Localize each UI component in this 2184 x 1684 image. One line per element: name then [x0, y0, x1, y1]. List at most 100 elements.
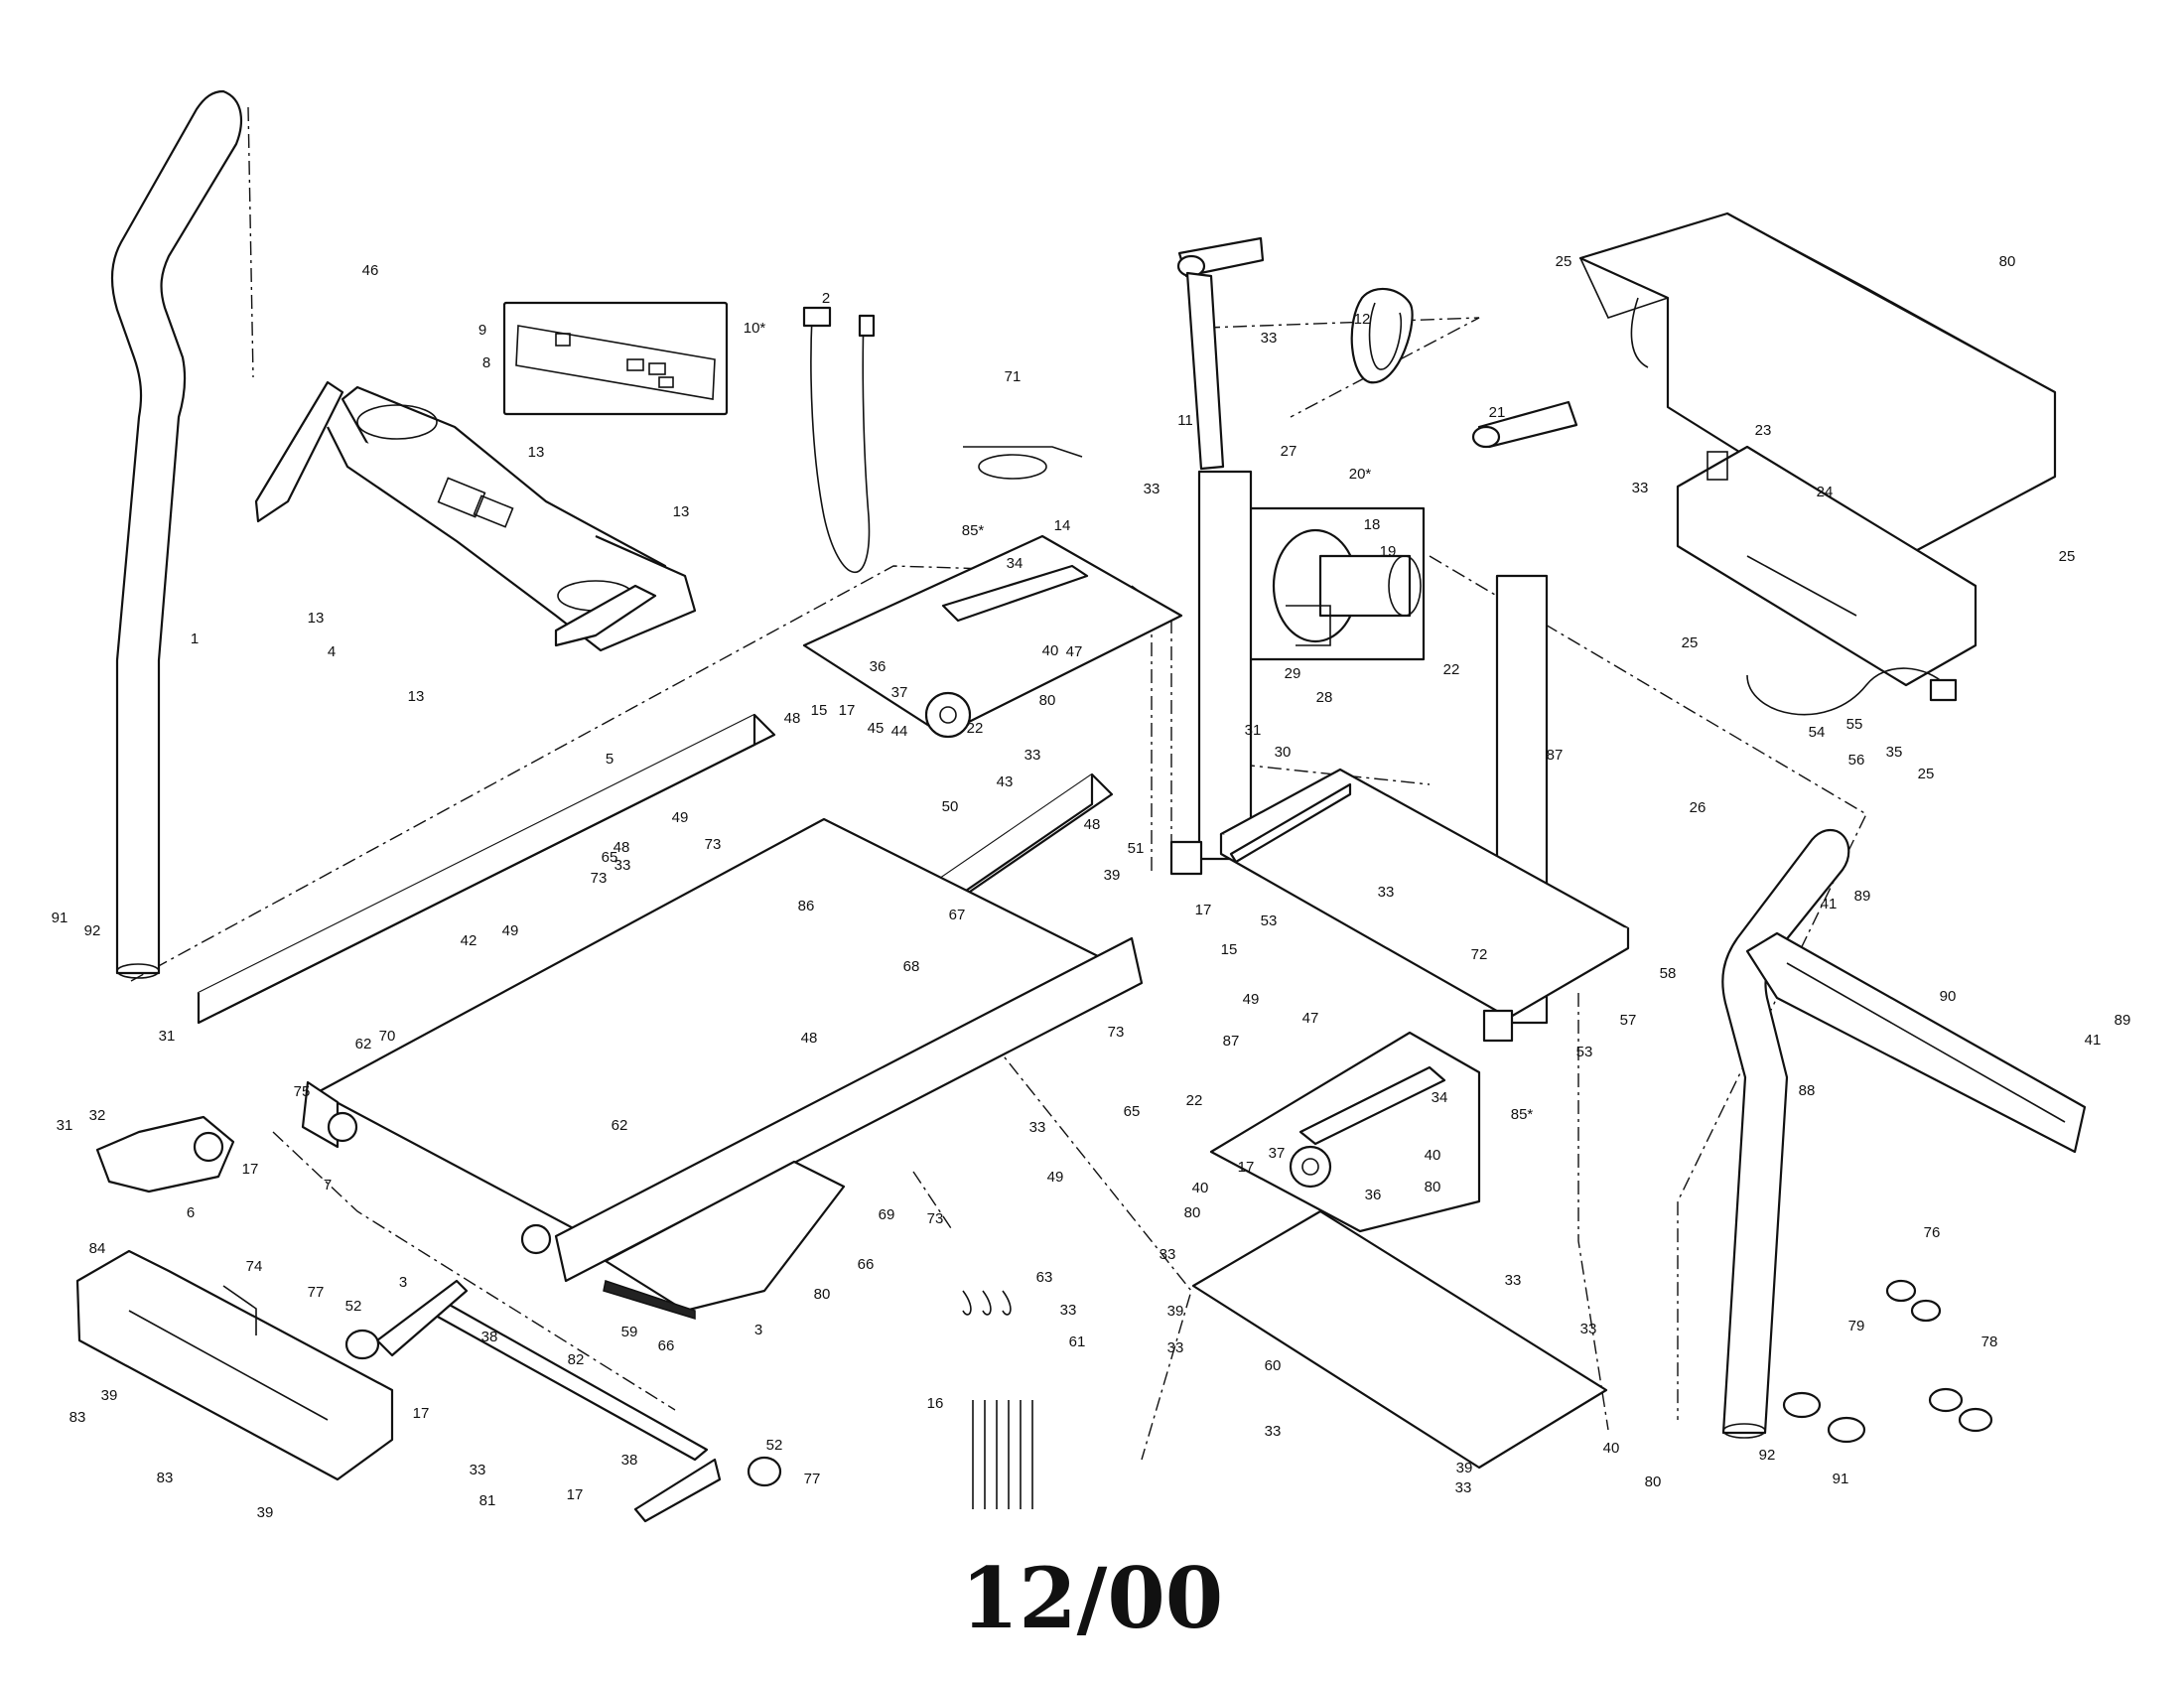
part-callout-35: 35	[1886, 744, 1903, 761]
part-callout-17: 17	[567, 1486, 584, 1503]
levelers	[1782, 1279, 1993, 1444]
part-callout-55: 55	[1846, 716, 1863, 733]
part-callout-33: 33	[1455, 1479, 1472, 1496]
part-callout-38: 38	[481, 1329, 498, 1345]
part-callout-79: 79	[1848, 1318, 1865, 1334]
incline-motor	[95, 1115, 235, 1193]
part-callout-72: 72	[1471, 946, 1488, 963]
part-callout-83: 83	[69, 1409, 86, 1426]
part-callout-81: 81	[479, 1492, 496, 1509]
part-callout-40: 40	[1425, 1147, 1441, 1164]
part-callout-17: 17	[839, 702, 856, 719]
part-callout-25: 25	[1556, 253, 1572, 270]
part-callout-53: 53	[1261, 912, 1278, 929]
part-callout-39: 39	[1167, 1303, 1184, 1320]
revision-date: 12/00	[960, 1549, 1224, 1647]
cable-ties	[962, 1290, 1033, 1509]
rear-base	[75, 1249, 394, 1481]
part-callout-3: 3	[399, 1274, 407, 1291]
part-callout-2: 2	[822, 290, 830, 307]
part-callout-34: 34	[1432, 1089, 1448, 1106]
part-callout-80: 80	[1184, 1204, 1201, 1221]
left-upright	[110, 89, 242, 979]
part-callout-77: 77	[308, 1284, 325, 1301]
part-callout-34: 34	[1007, 555, 1024, 572]
part-callout-33: 33	[1265, 1423, 1282, 1440]
part-callout-66: 66	[658, 1337, 675, 1354]
part-callout-31: 31	[1245, 722, 1262, 739]
part-callout-33: 33	[1378, 884, 1395, 901]
part-callout-4: 4	[328, 643, 336, 660]
part-callout-68: 68	[903, 958, 920, 975]
alignment-lines	[130, 106, 1867, 1461]
part-callout-83: 83	[157, 1470, 174, 1486]
part-callout-25: 25	[1682, 634, 1699, 651]
part-callout-12: 12	[1354, 311, 1371, 328]
part-callout-58: 58	[1660, 965, 1677, 982]
part-callout-33: 33	[1029, 1119, 1046, 1136]
part-callout-54: 54	[1809, 724, 1826, 741]
part-callout-3: 3	[754, 1322, 762, 1338]
part-callout-65: 65	[602, 849, 618, 866]
part-callout-36: 36	[1365, 1187, 1382, 1203]
rear-guard	[1745, 931, 2087, 1154]
part-callout-27: 27	[1281, 443, 1297, 460]
front-roller-box	[802, 534, 1183, 739]
part-callout-21: 21	[1489, 404, 1506, 421]
part-callout-60: 60	[1265, 1357, 1282, 1374]
part-callout-76: 76	[1924, 1224, 1941, 1241]
part-callout-41: 41	[2085, 1032, 2102, 1049]
part-callout-36: 36	[870, 658, 887, 675]
part-callout-92: 92	[1759, 1447, 1776, 1464]
part-callout-73: 73	[927, 1210, 944, 1227]
power-cord	[1746, 667, 1958, 716]
part-callout-10-star: 10*	[744, 320, 766, 337]
motor-hood	[1578, 211, 2057, 558]
part-callout-39: 39	[1456, 1460, 1473, 1476]
part-callout-89: 89	[2115, 1012, 2131, 1029]
part-callout-78: 78	[1981, 1333, 1998, 1350]
hood-bracket	[1676, 445, 1978, 687]
part-callout-6: 6	[187, 1204, 195, 1221]
part-callout-31: 31	[57, 1117, 73, 1134]
part-callout-48: 48	[784, 710, 801, 727]
part-callout-73: 73	[1108, 1024, 1125, 1041]
part-callout-33: 33	[1167, 1339, 1184, 1356]
part-callout-48: 48	[1084, 816, 1101, 833]
part-callout-62: 62	[612, 1117, 628, 1134]
part-callout-87: 87	[1547, 747, 1564, 764]
cords	[802, 306, 1083, 574]
part-callout-17: 17	[242, 1161, 259, 1178]
part-callout-80: 80	[1039, 692, 1056, 709]
part-callout-62: 62	[355, 1036, 372, 1052]
part-callout-33: 33	[1160, 1246, 1176, 1263]
part-callout-1: 1	[191, 631, 199, 647]
part-callout-66: 66	[858, 1256, 875, 1273]
lower-tray	[603, 1160, 846, 1321]
part-callout-49: 49	[1243, 991, 1260, 1008]
part-callout-77: 77	[804, 1471, 821, 1487]
part-callout-50: 50	[942, 798, 959, 815]
part-callout-46: 46	[362, 262, 379, 279]
part-callout-39: 39	[101, 1387, 118, 1404]
part-callout-7: 7	[324, 1177, 332, 1193]
part-callout-51: 51	[1128, 840, 1145, 857]
part-callout-91: 91	[1833, 1471, 1849, 1487]
part-callout-86: 86	[798, 898, 815, 914]
part-callout-37: 37	[891, 684, 908, 701]
part-callout-49: 49	[502, 922, 519, 939]
part-callout-33: 33	[1144, 481, 1160, 497]
part-callout-31: 31	[159, 1028, 176, 1045]
part-callout-28: 28	[1316, 689, 1333, 706]
left-side-rail	[197, 713, 776, 1025]
part-callout-73: 73	[591, 870, 608, 887]
part-callout-30: 30	[1275, 744, 1292, 761]
part-callout-33: 33	[1632, 480, 1649, 496]
part-callout-33: 33	[1024, 747, 1041, 764]
part-callout-88: 88	[1799, 1082, 1816, 1099]
part-callout-8: 8	[482, 354, 490, 371]
motor-box	[1243, 506, 1426, 661]
part-callout-13: 13	[528, 444, 545, 461]
rear-crossbar	[344, 1279, 782, 1523]
part-callout-20-star: 20*	[1349, 466, 1372, 483]
